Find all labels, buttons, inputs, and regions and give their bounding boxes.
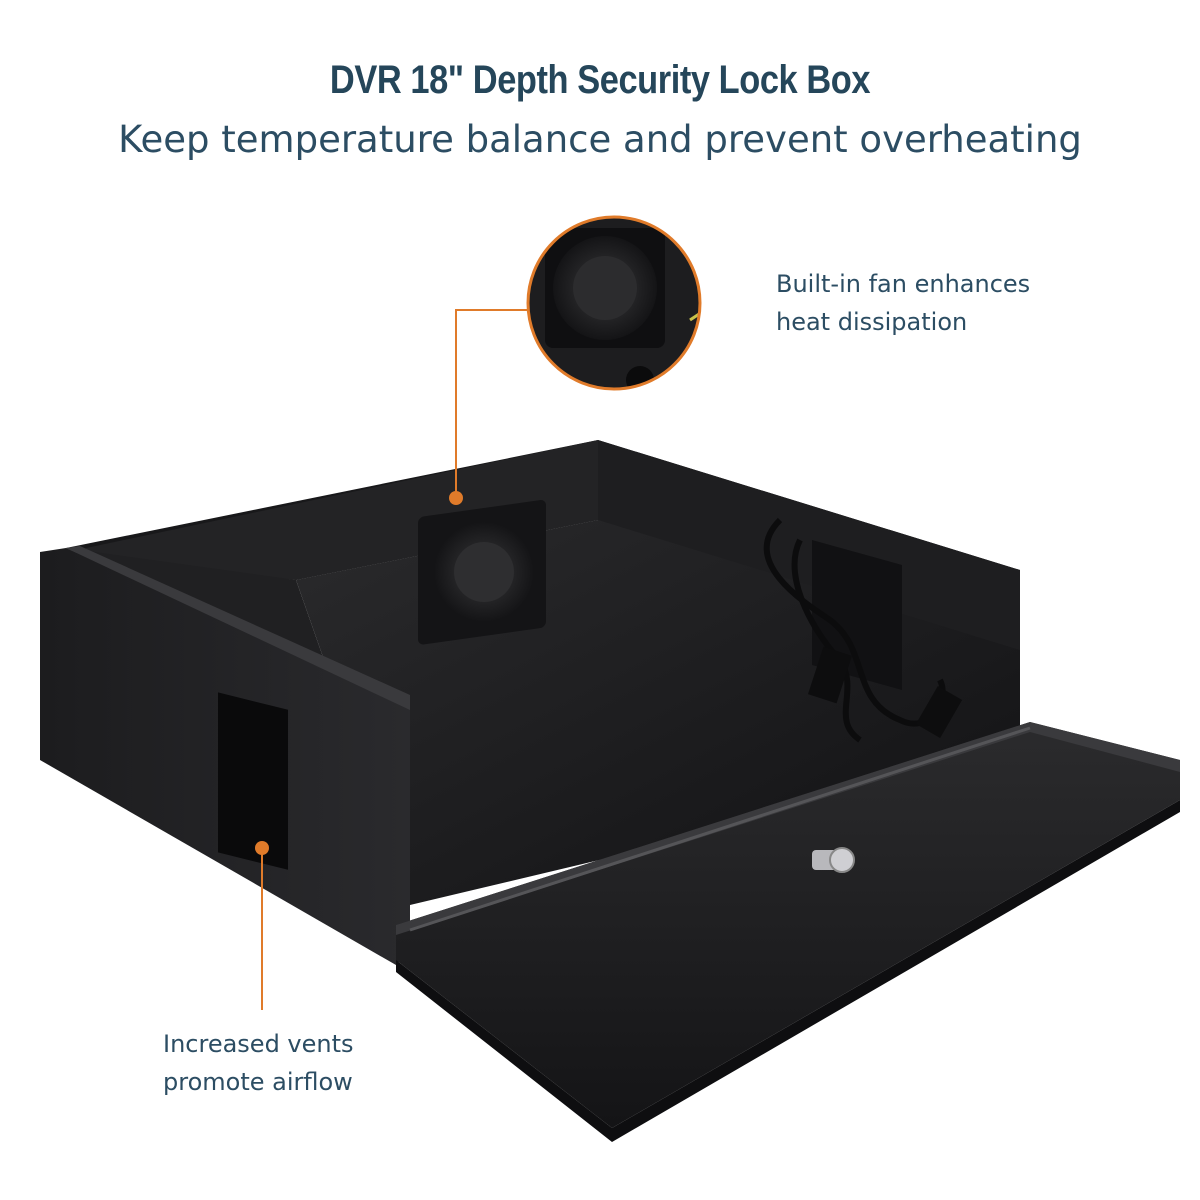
vent-callout-line2: promote airflow bbox=[163, 1068, 353, 1096]
fan-icon bbox=[418, 500, 546, 645]
side-vent-grille bbox=[218, 692, 288, 870]
fan-callout-text: Built-in fan enhances heat dissipation bbox=[776, 265, 1030, 341]
page-title: DVR 18" Depth Security Lock Box bbox=[329, 58, 871, 102]
fan-callout-line2: heat dissipation bbox=[776, 308, 968, 336]
fan-zoom-inset bbox=[526, 215, 702, 391]
fan-callout-dot bbox=[449, 491, 463, 505]
vent-callout-line1: Increased vents bbox=[163, 1030, 354, 1058]
page-subtitle: Keep temperature balance and prevent ove… bbox=[118, 118, 1082, 161]
lock-icon bbox=[812, 847, 855, 873]
vent-callout-text: Increased vents promote airflow bbox=[163, 1025, 354, 1101]
vent-callout-dot bbox=[255, 841, 269, 855]
fan-callout-line1: Built-in fan enhances bbox=[776, 270, 1031, 298]
hinge bbox=[409, 726, 1031, 932]
